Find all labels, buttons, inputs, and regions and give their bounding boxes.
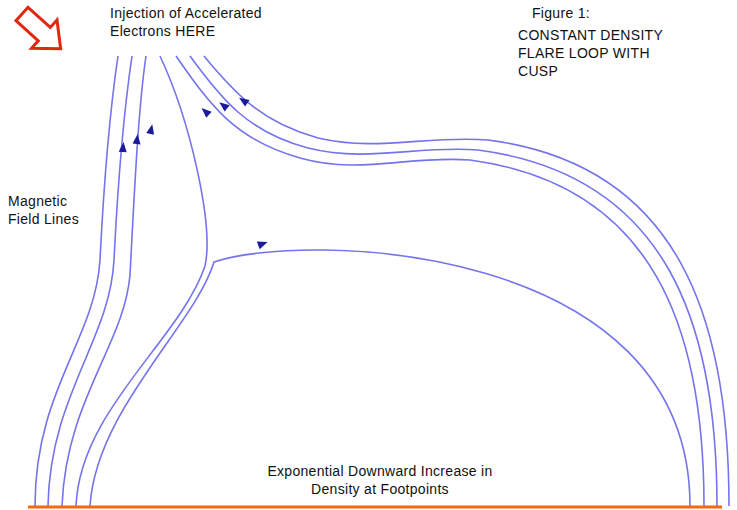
field-line [48, 56, 132, 506]
arrowhead [133, 134, 142, 145]
arrowhead [217, 99, 230, 111]
arrowhead [199, 105, 212, 118]
arrowhead [146, 123, 156, 134]
text-label: Injection of Accelerated Electrons HERE [110, 4, 320, 40]
field-line [204, 56, 729, 506]
field-line [176, 56, 704, 506]
field-arrowheads [119, 94, 269, 249]
text-label: CONSTANT DENSITY FLARE LOOP WITH CUSP [518, 26, 668, 80]
arrowhead [237, 94, 250, 106]
text-label: Figure 1: [532, 4, 652, 22]
separatrix-line [76, 56, 207, 506]
arrowhead [257, 238, 269, 249]
arrowhead [119, 142, 128, 153]
field-line [190, 56, 717, 506]
flare-loop [90, 250, 690, 506]
injection-arrow [9, 0, 73, 63]
field-lines [35, 56, 729, 506]
text-label: Exponential Downward Increase in Density… [250, 462, 510, 498]
field-line [35, 56, 118, 506]
text-label: Magnetic Field Lines [8, 192, 92, 228]
field-line [62, 56, 146, 506]
photosphere-line [28, 506, 722, 509]
